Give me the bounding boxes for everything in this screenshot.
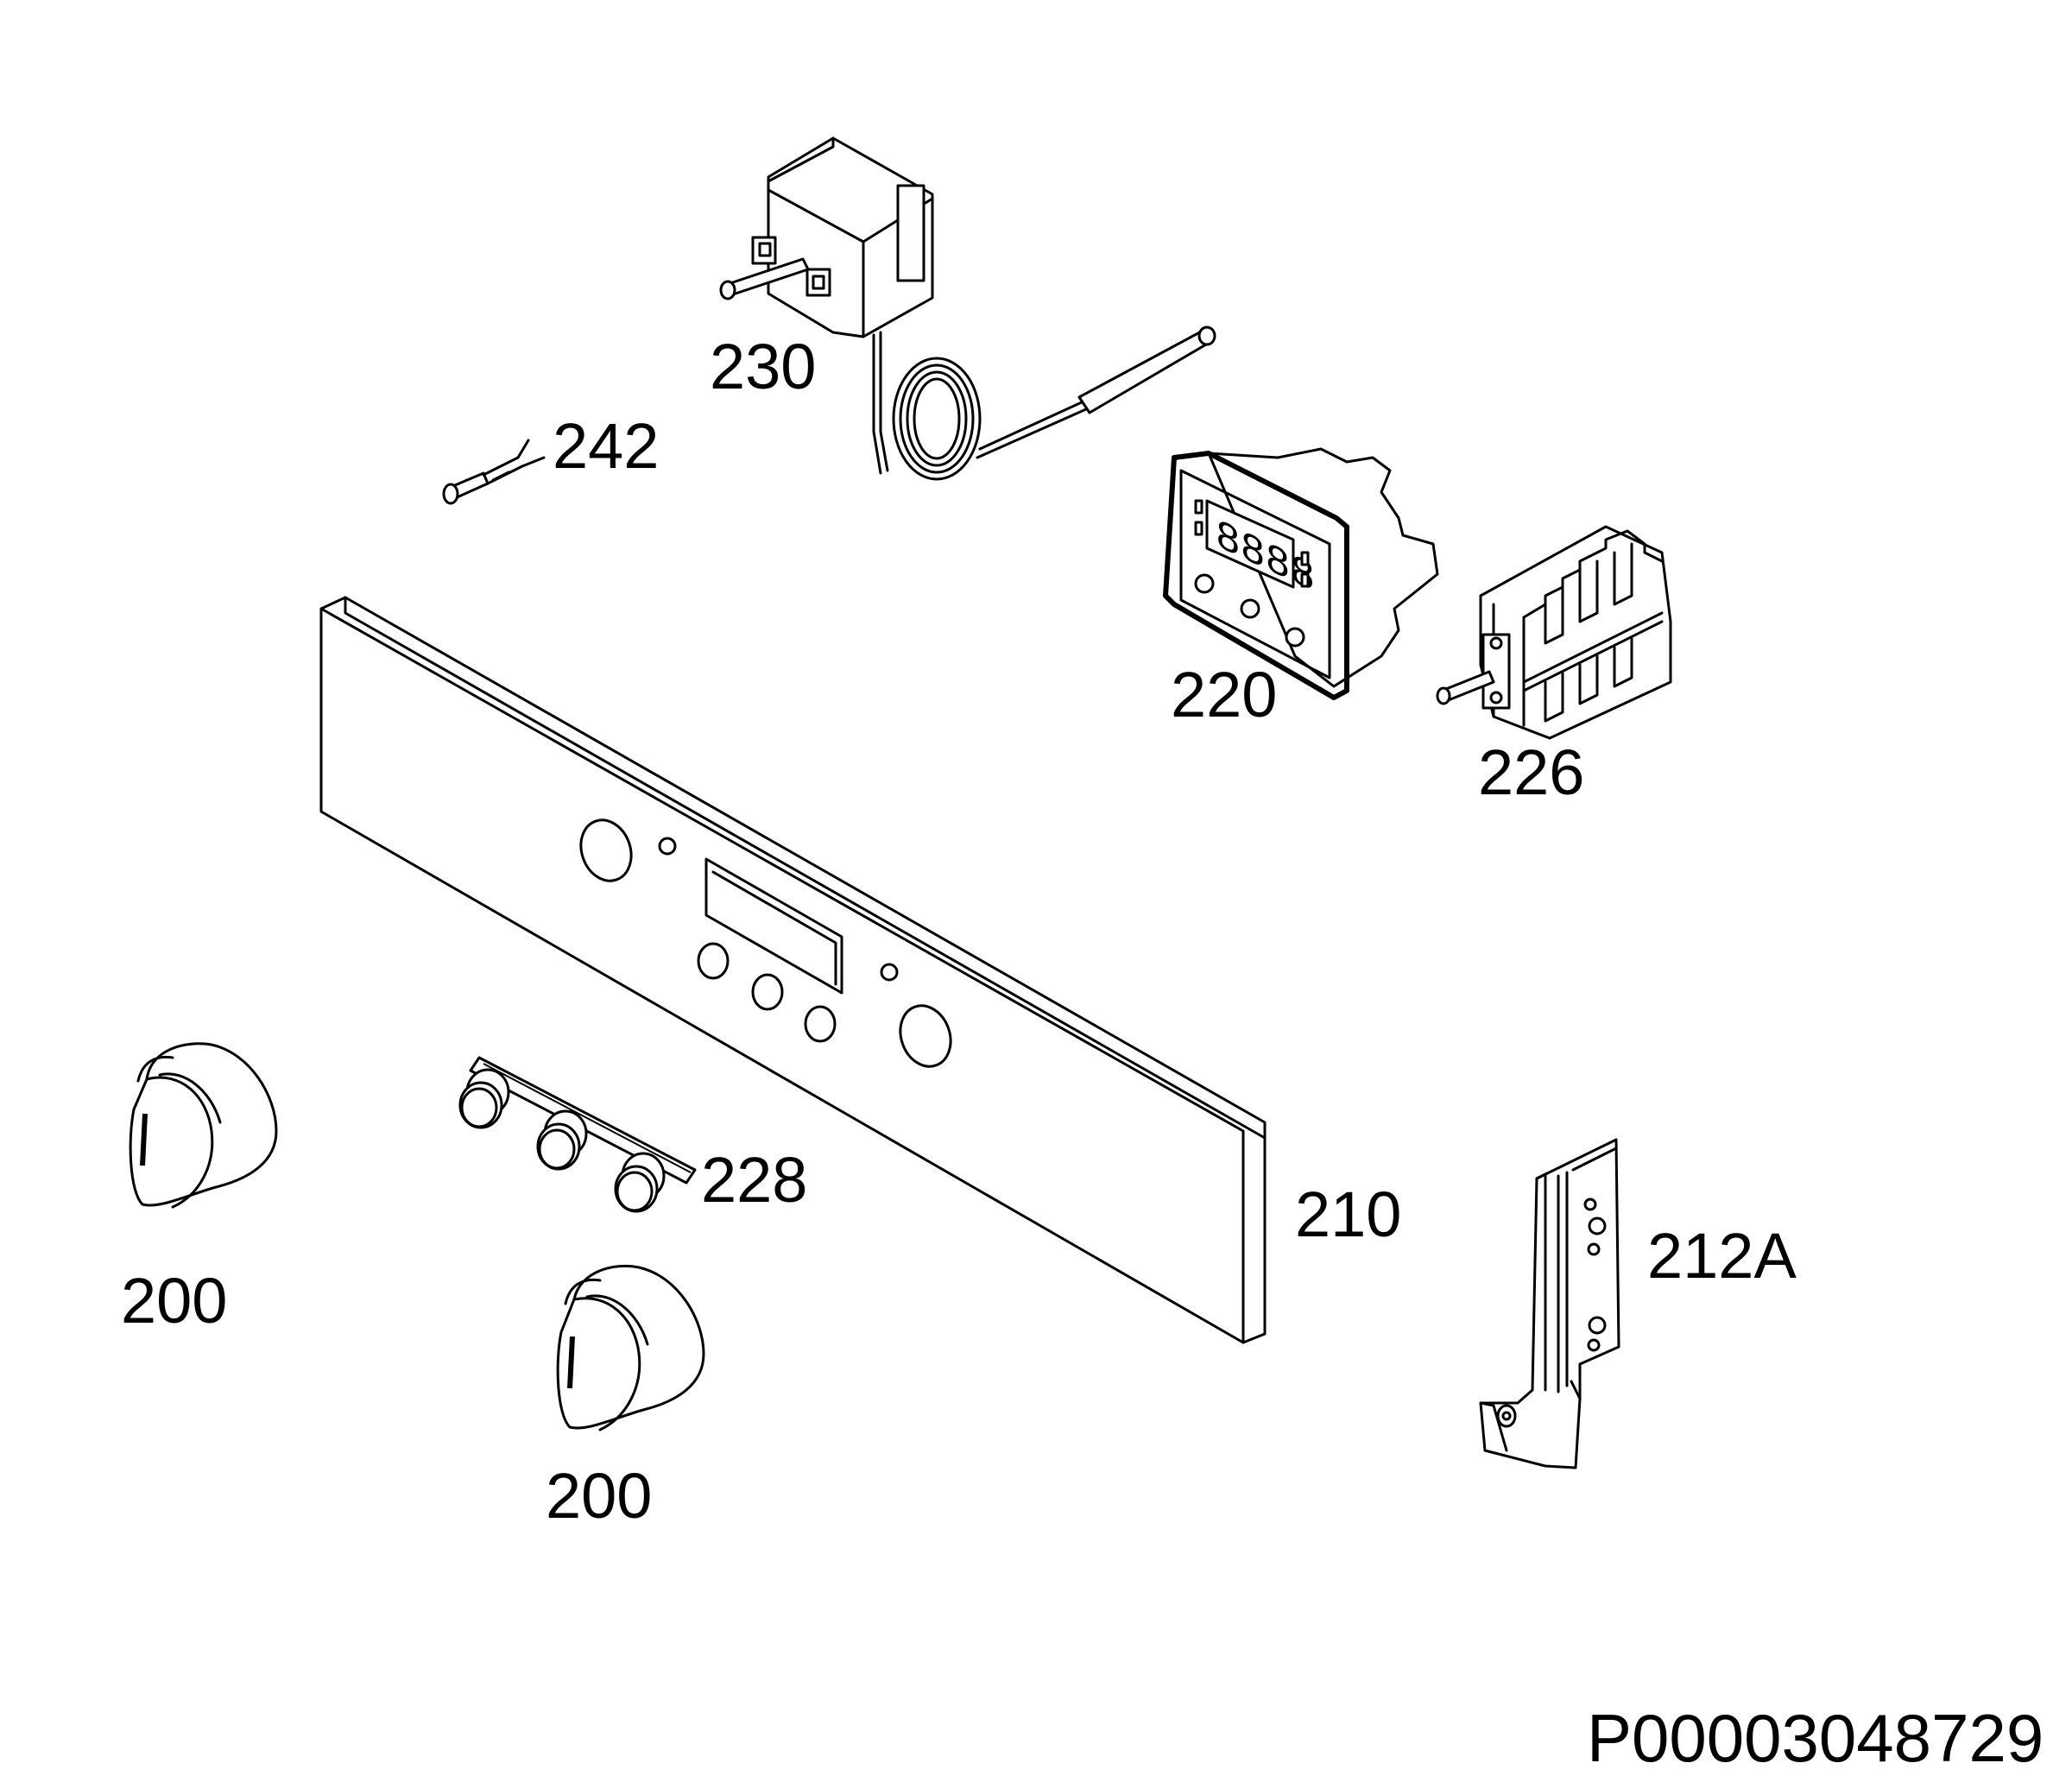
label-212a: 212A (1647, 1220, 1797, 1292)
knob-left-part (129, 1042, 278, 1209)
label-228: 228 (701, 1144, 807, 1216)
thermostat-part (719, 136, 1216, 481)
label-242: 242 (553, 410, 659, 482)
timer-part: 8888 (1163, 447, 1439, 700)
buttons-part (458, 1056, 697, 1213)
bracket-part (1479, 1138, 1620, 1469)
selector-switch-part (1436, 525, 1672, 740)
label-200-left: 200 (121, 1265, 227, 1336)
label-230: 230 (710, 331, 816, 402)
label-226: 226 (1478, 736, 1584, 808)
knob-bottom-part (556, 1264, 705, 1431)
label-200-bottom: 200 (546, 1460, 652, 1532)
label-210: 210 (1295, 1179, 1401, 1250)
lamp-part (442, 439, 546, 505)
label-220: 220 (1171, 659, 1277, 730)
document-id: P00003048729 (1587, 1700, 2044, 1776)
control-panel-part (319, 596, 1267, 1344)
